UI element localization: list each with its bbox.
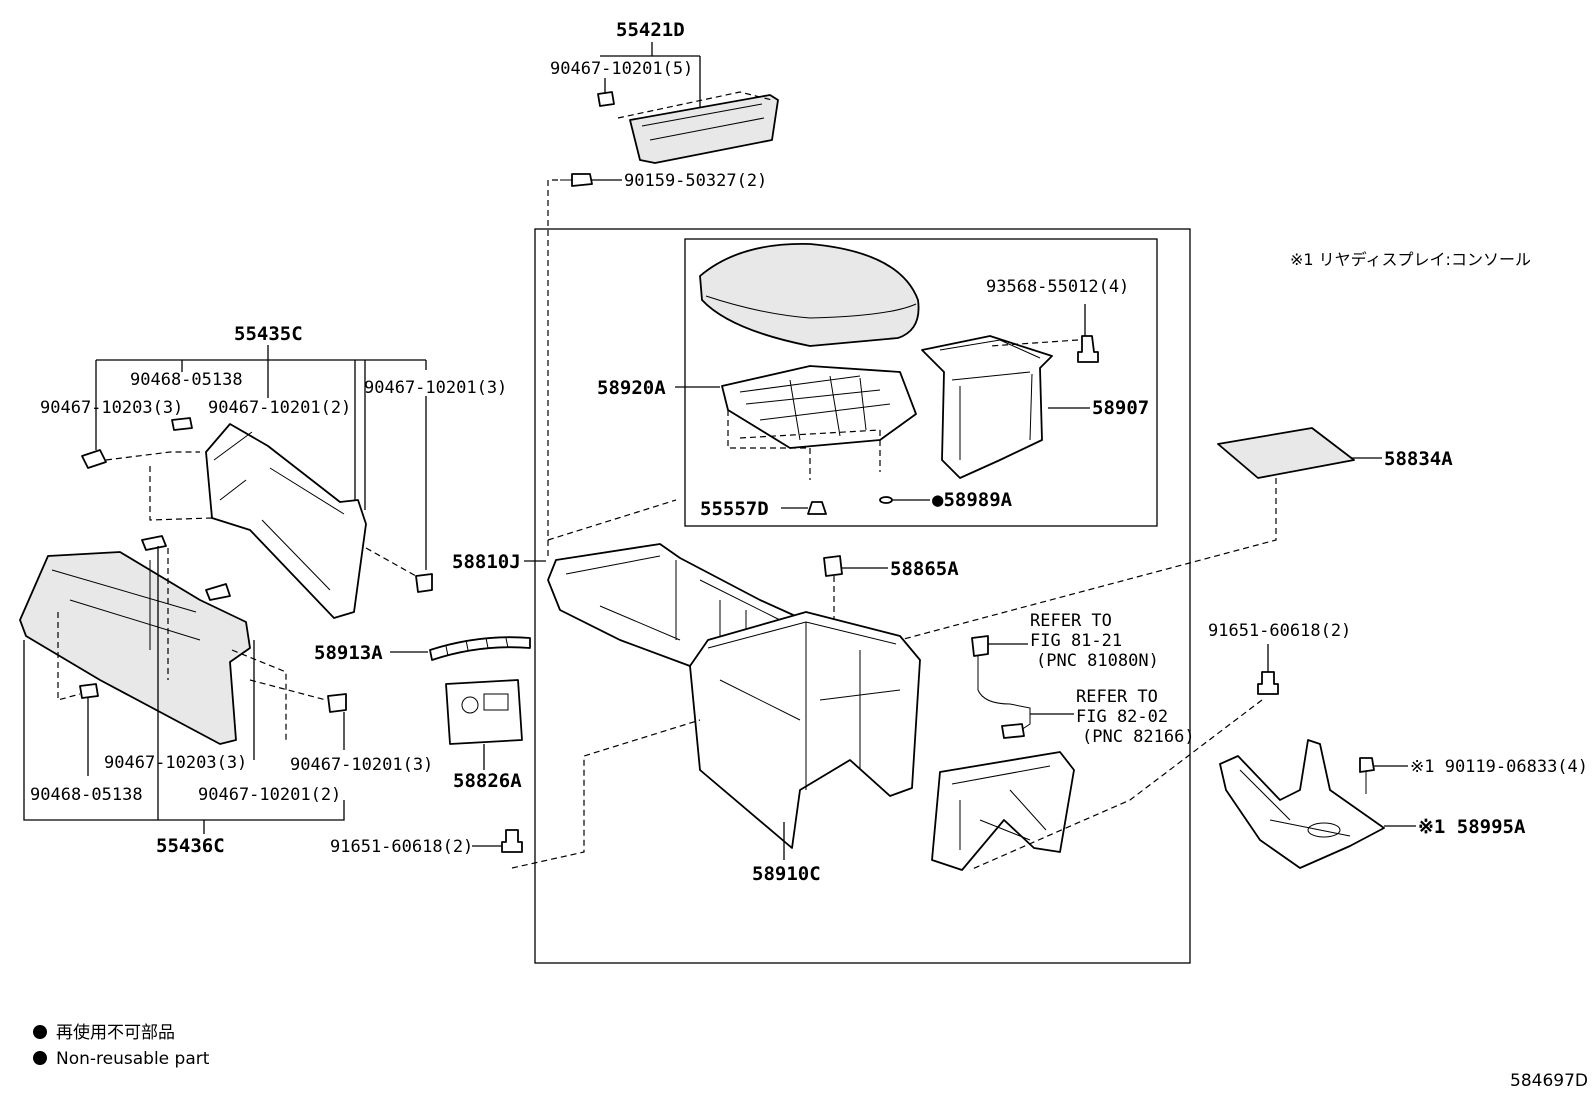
label-58826A: 58826A xyxy=(453,770,522,792)
label-58865A: 58865A xyxy=(890,558,959,580)
part-58865A xyxy=(823,555,843,577)
label-55436C: 55436C xyxy=(156,835,225,857)
dashed-55435C-b xyxy=(149,466,213,521)
part-93568-55012 xyxy=(1077,335,1099,363)
label-90467-10203-3-top: 90467-10203(3) xyxy=(40,398,183,418)
clip-90468-05138-bot xyxy=(79,683,99,699)
dashed-93568-55012 xyxy=(989,339,1079,347)
label-90467-10201-2-top: 90467-10201(2) xyxy=(208,398,351,418)
label-55557D: 55557D xyxy=(700,498,769,520)
clip-90467-10201-3-bot xyxy=(327,693,347,713)
part-91651-60618-right xyxy=(1257,671,1279,695)
clip-top-55436C-b xyxy=(205,583,231,601)
label-58810J: 58810J xyxy=(452,551,521,573)
part-harness xyxy=(971,635,1031,739)
part-55436C xyxy=(19,551,251,745)
part-55421D xyxy=(597,91,779,164)
part-55557D xyxy=(807,501,827,515)
refer2-line1: REFER TO xyxy=(1076,687,1158,707)
bracket-55436C xyxy=(23,640,345,821)
label-58907: 58907 xyxy=(1092,397,1149,419)
dashed-58920A xyxy=(727,410,811,480)
part-58920A xyxy=(721,365,917,449)
refer1-line2: FIG 81-21 xyxy=(1030,631,1122,651)
figure-id: 584697D xyxy=(1510,1071,1588,1091)
dashed-90159-50327 xyxy=(547,179,558,560)
legend-bullet-en xyxy=(33,1051,47,1065)
label-90467-10201-2-bot: 90467-10201(2) xyxy=(198,785,341,805)
clip-90467-10203-top xyxy=(81,449,107,469)
dashed-58834A xyxy=(899,478,1277,641)
dashed-55436C-c xyxy=(231,649,287,740)
part-55435C xyxy=(205,423,367,619)
armrest-subassembly-frame xyxy=(684,238,1158,527)
part-armrest-pad xyxy=(699,243,920,347)
refer1-line1: REFER TO xyxy=(1030,611,1112,631)
label-58834A: 58834A xyxy=(1384,448,1453,470)
label-91651-60618-2-left: 91651-60618(2) xyxy=(330,837,473,857)
part-58995A xyxy=(1219,739,1385,869)
dashed-55436C-d xyxy=(249,679,327,701)
legend-jp: 再使用不可部品 xyxy=(56,1022,175,1043)
refer1-line3: (PNC 81080N) xyxy=(1036,651,1159,671)
clip-top-55436C-a xyxy=(141,535,167,551)
label-90468-05138-top: 90468-05138 xyxy=(130,370,243,390)
label-55421D: 55421D xyxy=(616,19,685,41)
label-93568-55012-4: 93568-55012(4) xyxy=(986,277,1129,297)
label-90467-10201-5: 90467-10201(5) xyxy=(550,59,693,79)
part-58913A xyxy=(429,636,531,661)
label-58995A: ※1 58995A xyxy=(1418,816,1526,838)
dashed-91651-60618-right xyxy=(969,699,1263,871)
label-55435C: 55435C xyxy=(234,323,303,345)
label-90467-10201-3-bot: 90467-10201(3) xyxy=(290,755,433,775)
label-90467-10203-3-bot: 90467-10203(3) xyxy=(104,753,247,773)
dashed-55435C-c xyxy=(365,547,417,577)
part-90159-50327 xyxy=(560,173,593,187)
label-90467-10201-3-top: 90467-10201(3) xyxy=(364,378,507,398)
clip-90467-10201-3-top xyxy=(415,573,433,593)
part-58907 xyxy=(921,335,1053,479)
label-90468-05138-bot: 90468-05138 xyxy=(30,785,143,805)
clip-90468-05138-top xyxy=(171,417,193,431)
dashed-91651-60618-left xyxy=(511,719,701,869)
part-58989A xyxy=(879,496,893,504)
label-91651-60618-2-right: 91651-60618(2) xyxy=(1208,621,1351,641)
legend-bullet-jp xyxy=(33,1025,47,1039)
refer2-line2: FIG 82-02 xyxy=(1076,707,1168,727)
part-58910C xyxy=(689,611,921,849)
part-90119-06833 xyxy=(1359,757,1375,794)
part-58834A xyxy=(1217,427,1355,479)
console-assembly-frame xyxy=(534,228,1191,964)
part-rear-bracket xyxy=(931,751,1075,871)
note-rear-display: ※1 リヤディスプレイ:コンソール xyxy=(1290,250,1531,269)
label-58989A: ●58989A xyxy=(932,489,1013,511)
label-90119-06833-4: ※1 90119-06833(4) xyxy=(1410,757,1588,777)
refer2-line3: (PNC 82166) xyxy=(1082,727,1195,747)
dashed-55436C-a xyxy=(57,612,81,701)
part-58826A xyxy=(445,679,523,745)
part-91651-60618-left xyxy=(501,829,523,853)
dashed-58920A-c xyxy=(739,429,881,439)
dashed-55435C-a xyxy=(105,451,200,461)
label-58920A: 58920A xyxy=(597,377,666,399)
label-90159-50327-2: 90159-50327(2) xyxy=(624,171,767,191)
dashed-58810J-a xyxy=(547,499,677,541)
label-58910C: 58910C xyxy=(752,863,821,885)
legend-en: Non-reusable part xyxy=(56,1049,210,1069)
label-58913A: 58913A xyxy=(314,642,383,664)
